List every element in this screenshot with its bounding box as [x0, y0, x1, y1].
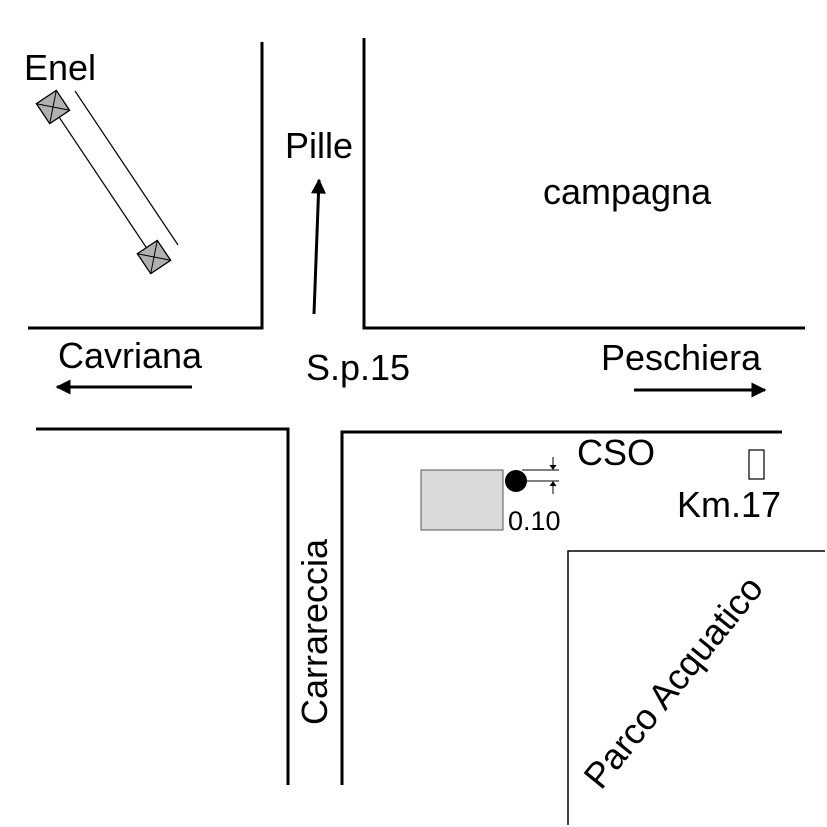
road-edge-south-east — [340, 430, 782, 785]
label-sp15: S.p.15 — [306, 347, 410, 388]
arrow-up-icon — [311, 178, 326, 315]
enel-power-line — [35, 89, 179, 275]
parco-acquatico-boundary — [567, 550, 825, 825]
label-enel: Enel — [24, 47, 96, 88]
road-edges — [28, 38, 805, 785]
cso-point-icon — [505, 470, 527, 492]
label-peschiera: Peschiera — [601, 337, 762, 378]
road-edge-south-west — [36, 427, 290, 785]
label-carrareccia: Carrareccia — [294, 538, 335, 725]
dimension-marker — [522, 457, 559, 494]
label-campagna: campagna — [543, 171, 712, 212]
label-cso: CSO — [577, 432, 655, 473]
label-km17: Km.17 — [677, 484, 781, 525]
pole-icon — [35, 89, 71, 125]
label-parco-acquatico: Parco Acquatico — [575, 568, 771, 796]
building — [420, 469, 504, 531]
road-edge-north-east — [362, 38, 805, 330]
label-cavriana: Cavriana — [58, 335, 203, 376]
pole-icon — [136, 239, 172, 275]
road-edge-north-west — [28, 42, 264, 330]
label-pille: Pille — [285, 125, 353, 166]
km-marker-icon — [748, 449, 765, 480]
label-distance: 0.10 — [508, 506, 561, 536]
